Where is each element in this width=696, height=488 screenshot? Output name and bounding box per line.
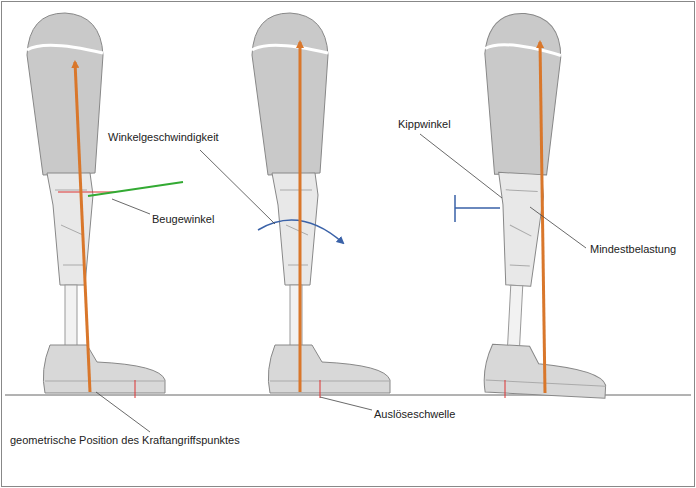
annotation-label: Auslöseschwelle <box>374 408 455 421</box>
annotation-label: Mindestbelastung <box>590 243 676 256</box>
annotation-label: geometrische Position des Kraftangriffsp… <box>10 434 240 447</box>
annotation-label: Beugewinkel <box>152 213 214 226</box>
annotation-label: Kippwinkel <box>398 118 451 131</box>
annotation-label: Winkelgeschwindigkeit <box>108 131 219 144</box>
